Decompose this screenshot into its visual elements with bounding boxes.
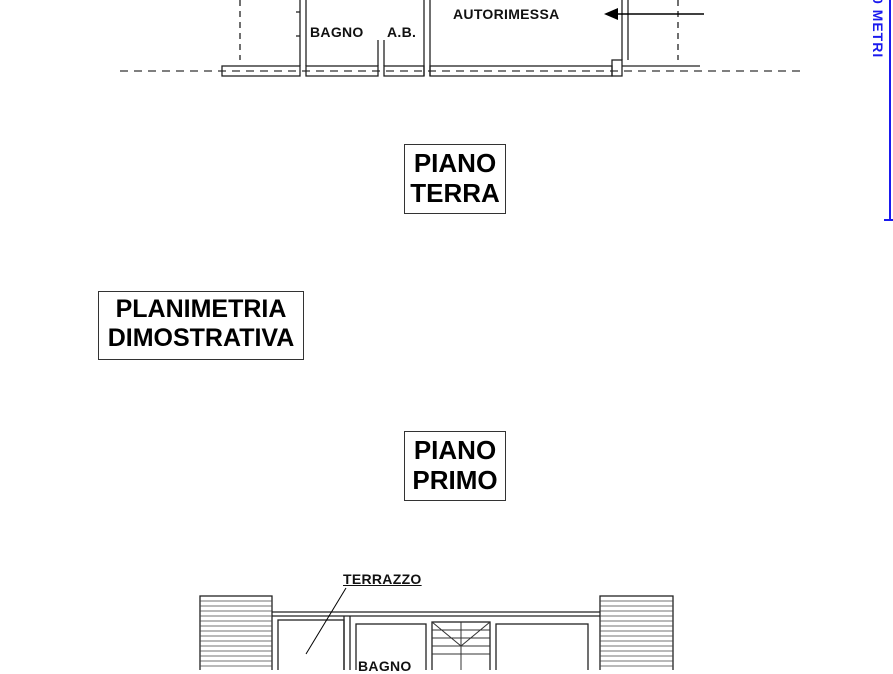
terrazzo-leader-line — [305, 587, 347, 655]
room-label-terrazzo: TERRAZZO — [343, 571, 422, 587]
first-floor-walls — [199, 595, 674, 670]
room-label-bagno-ground: BAGNO — [310, 24, 364, 40]
ground-floor-title: PIANO TERRA — [404, 144, 506, 214]
staircase-icon — [431, 621, 491, 670]
entrance-arrow-icon — [604, 8, 704, 20]
room-label-bagno-first: BAGNO — [358, 658, 412, 674]
plan-title: PLANIMETRIA DIMOSTRATIVA — [98, 291, 304, 360]
shutter-slats — [200, 600, 673, 667]
plan-title-line1: PLANIMETRIA — [115, 295, 287, 323]
ground-floor-walls — [221, 0, 700, 77]
first-floor-title-line2: PRIMO — [412, 465, 498, 496]
plan-title-line2: DIMOSTRATIVA — [107, 324, 295, 353]
first-floor-title-line1: PIANO — [413, 435, 497, 465]
ground-floor-title-line2: TERRA — [410, 178, 500, 209]
scale-label: 0 METRI — [870, 0, 886, 59]
room-label-ab: A.B. — [387, 24, 417, 40]
ground-floor-title-line1: PIANO — [413, 148, 497, 178]
first-floor-title: PIANO PRIMO — [404, 431, 506, 501]
room-label-autorimessa: AUTORIMESSA — [453, 6, 560, 22]
